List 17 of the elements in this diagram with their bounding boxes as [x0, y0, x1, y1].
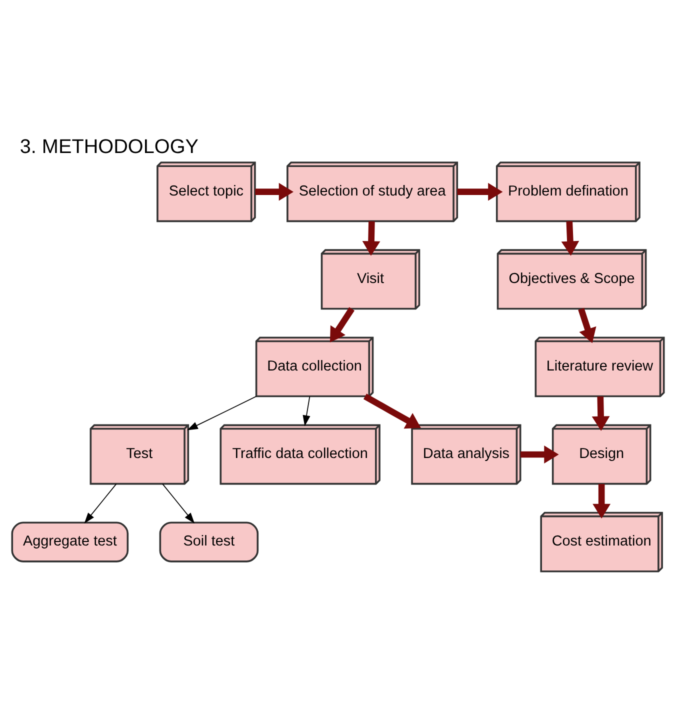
arrow	[187, 395, 257, 430]
arrow	[561, 220, 580, 256]
arrow	[520, 445, 559, 463]
arrow	[457, 182, 503, 200]
arrow	[362, 220, 380, 256]
arrow	[330, 306, 354, 342]
node-box: Soil test	[159, 521, 259, 562]
arrow	[363, 393, 421, 428]
node-box: Aggregate test	[11, 521, 129, 562]
arrow	[592, 483, 611, 518]
arrow	[592, 396, 610, 430]
arrow	[578, 307, 596, 343]
arrow	[302, 395, 310, 426]
arrow	[255, 182, 294, 200]
diagram-title: 3. METHODOLOGY	[20, 136, 198, 158]
arrow	[162, 483, 195, 523]
arrow	[84, 483, 117, 523]
